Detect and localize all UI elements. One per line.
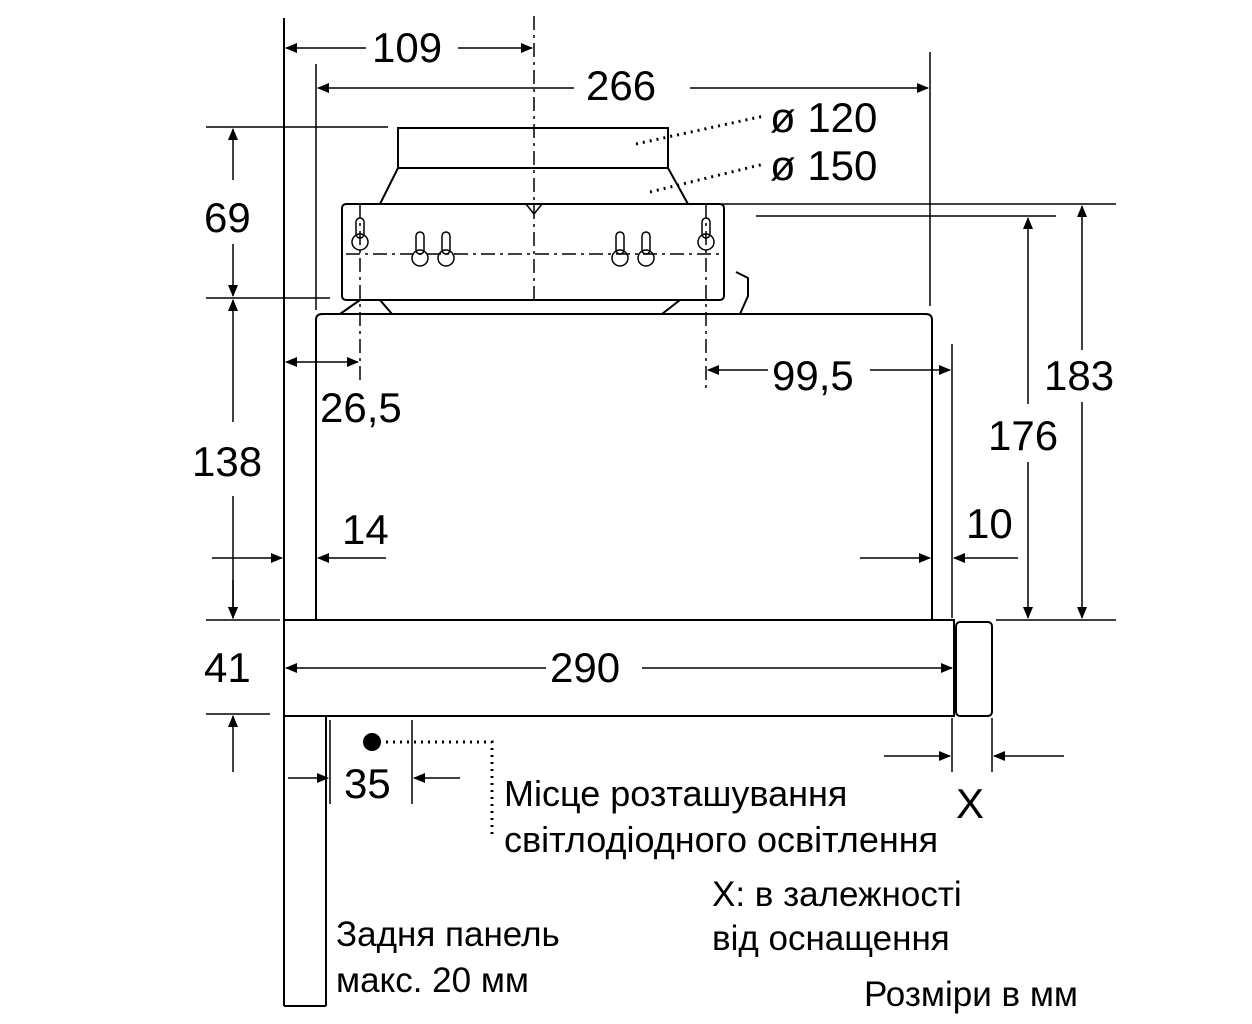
x-note-line2: від оснащення bbox=[712, 919, 950, 958]
dim-266: 266 bbox=[586, 62, 656, 109]
fan-unit bbox=[339, 127, 749, 315]
units-note: Розміри в мм bbox=[864, 975, 1078, 1014]
dimension-arrows bbox=[212, 43, 1087, 783]
mounting-keyholes bbox=[351, 217, 715, 267]
dim-99-5: 99,5 bbox=[772, 352, 854, 399]
dim-diameter-150: ø 150 bbox=[770, 142, 877, 189]
dim-41: 41 bbox=[204, 644, 251, 691]
led-label-line2: світлодіодного освітлення bbox=[504, 819, 938, 860]
rear-panel-note-line1: Задня панель bbox=[336, 915, 560, 954]
extension-lines bbox=[206, 52, 1116, 804]
dim-14: 14 bbox=[342, 506, 389, 553]
leader-lines bbox=[363, 114, 765, 838]
dim-138: 138 bbox=[192, 438, 262, 485]
front-panel bbox=[283, 619, 993, 717]
dim-109: 109 bbox=[372, 24, 442, 71]
dim-10: 10 bbox=[966, 500, 1013, 547]
dim-183: 183 bbox=[1044, 352, 1114, 399]
dim-26-5: 26,5 bbox=[320, 384, 402, 431]
rear-panel bbox=[283, 18, 327, 1007]
dim-35: 35 bbox=[344, 760, 391, 807]
dim-290: 290 bbox=[550, 644, 620, 691]
dim-176: 176 bbox=[988, 412, 1058, 459]
x-note-line1: X: в залежності bbox=[712, 875, 962, 914]
center-lines bbox=[346, 16, 724, 390]
dim-69: 69 bbox=[204, 194, 251, 241]
led-label-line1: Місце розташування bbox=[504, 773, 847, 814]
dim-diameter-120: ø 120 bbox=[770, 94, 877, 141]
dim-x: X bbox=[956, 780, 984, 827]
rear-panel-note-line2: макс. 20 мм bbox=[336, 961, 529, 1000]
